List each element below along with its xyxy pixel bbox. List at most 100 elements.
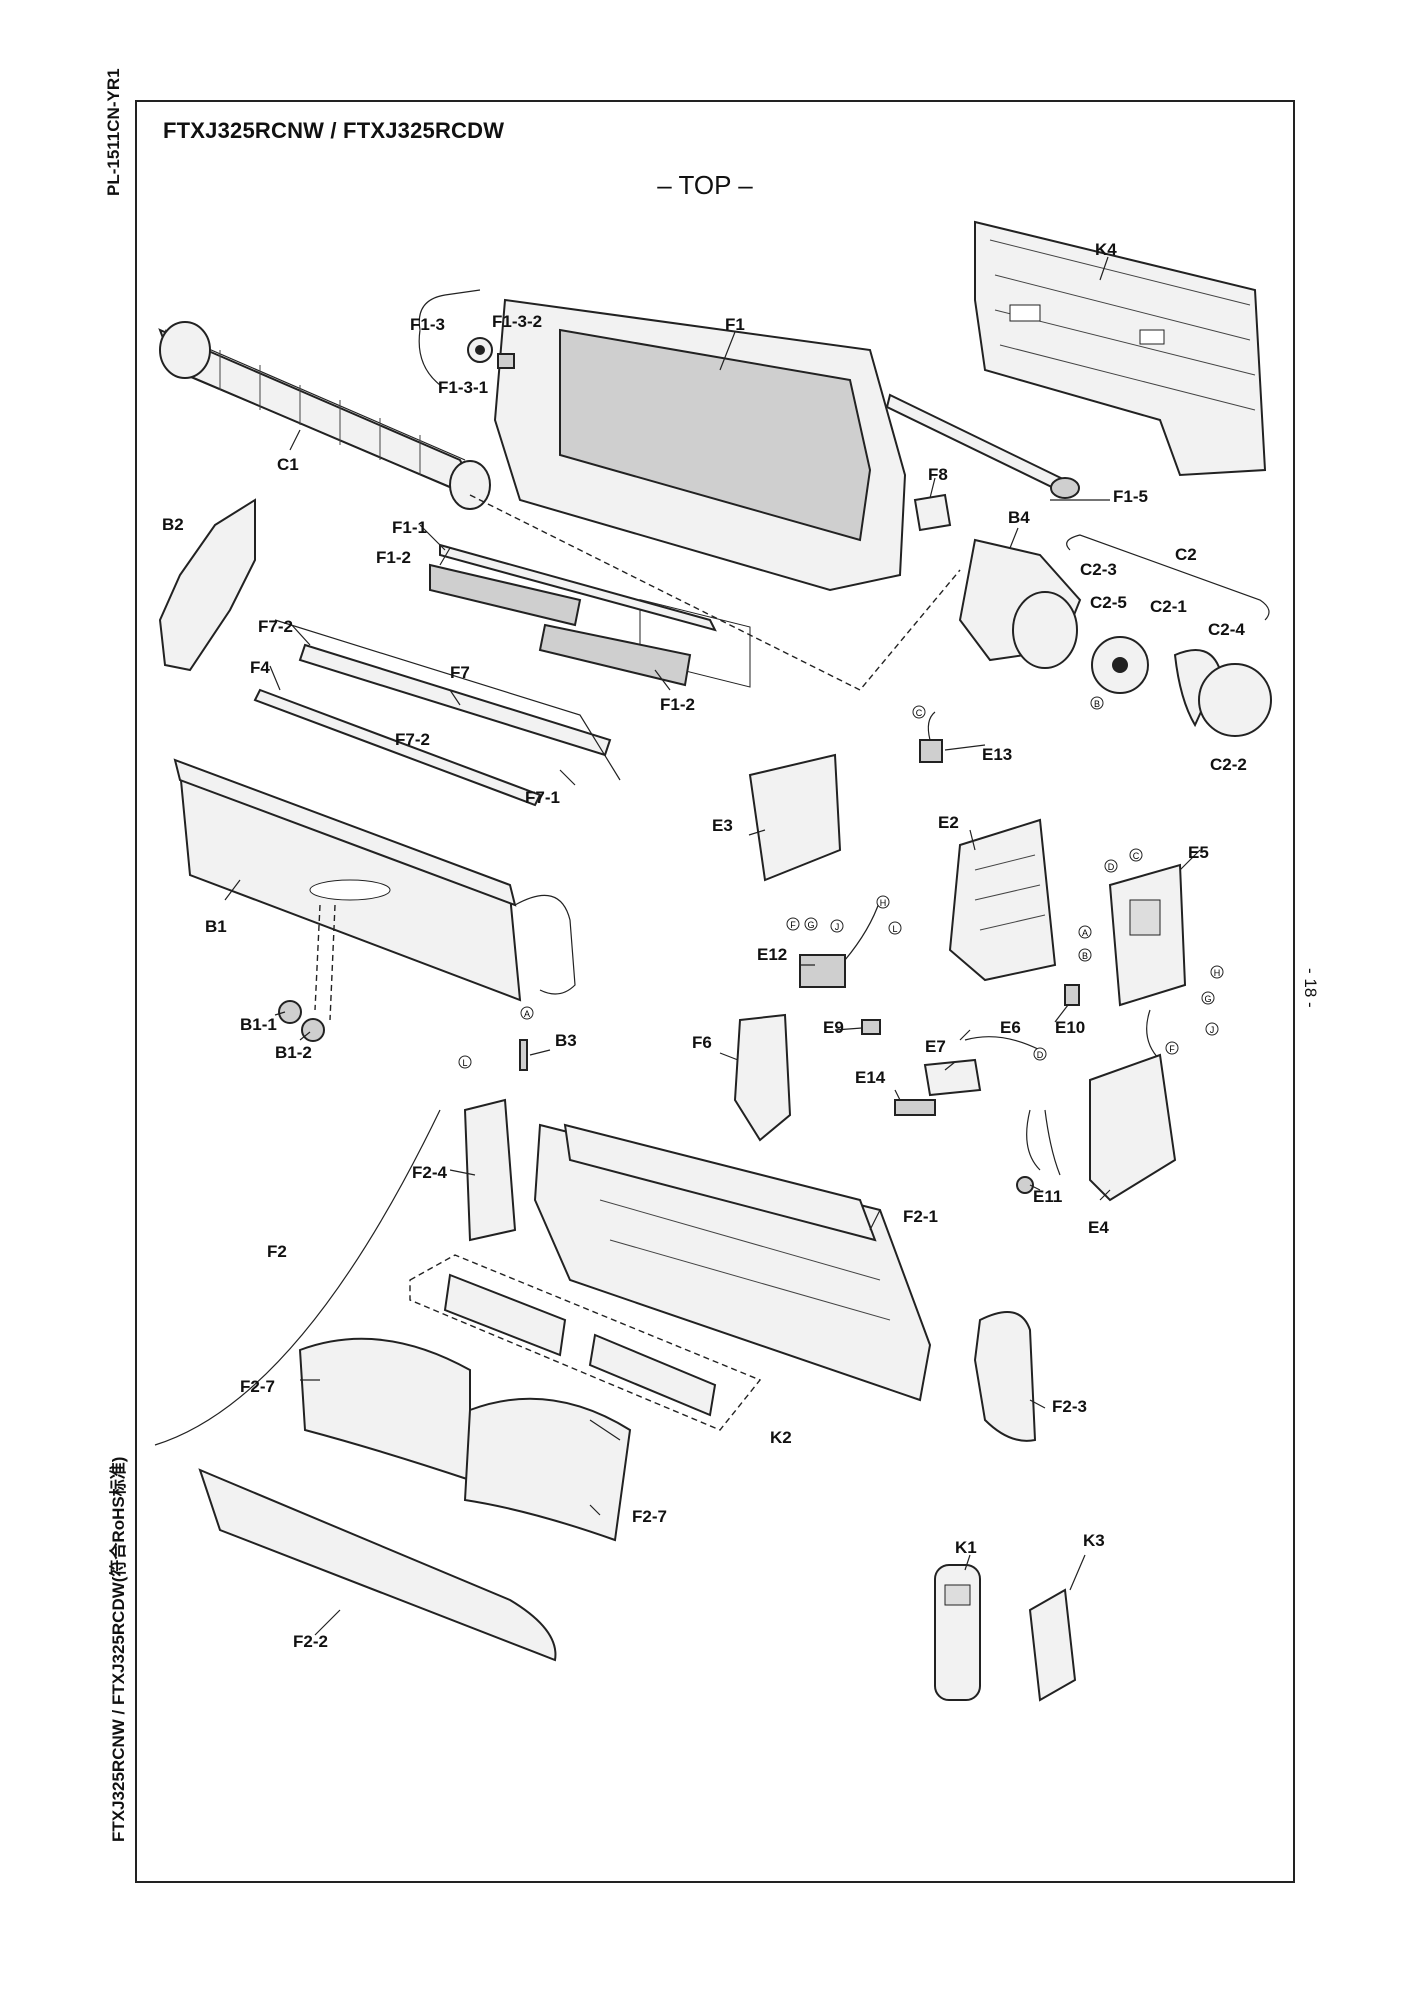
label-f7-1: F7-1 xyxy=(525,788,560,807)
e2-control-box xyxy=(948,818,1057,982)
label-f7-2a: F7-2 xyxy=(258,617,293,636)
e10-part xyxy=(1064,984,1080,1006)
mark-a1: A xyxy=(1082,928,1088,938)
label-k1: K1 xyxy=(955,1538,977,1557)
e6-wire xyxy=(964,1036,1041,1051)
label-f6: F6 xyxy=(692,1033,712,1052)
mark-a2: A xyxy=(524,1009,530,1019)
e5-pcb xyxy=(1108,863,1187,1061)
e14-part xyxy=(894,1099,936,1116)
label-c2-4: C2-4 xyxy=(1208,620,1245,639)
label-e2: E2 xyxy=(938,813,959,832)
b1-2-nut xyxy=(301,1018,325,1042)
label-f1-2a: F1-2 xyxy=(376,548,411,567)
label-c2-1: C2-1 xyxy=(1150,597,1187,616)
e7-part xyxy=(923,1058,982,1097)
label-f1-1: F1-1 xyxy=(392,518,427,537)
e12-terminal-block xyxy=(799,899,881,988)
mark-h2: H xyxy=(880,898,887,908)
label-b2: B2 xyxy=(162,515,184,534)
k3-manual xyxy=(1028,1588,1077,1702)
mark-c2: C xyxy=(1133,851,1140,861)
mark-b2: B xyxy=(1082,951,1088,961)
e9-part xyxy=(861,1019,881,1035)
label-e6: E6 xyxy=(1000,1018,1021,1037)
label-e9: E9 xyxy=(823,1018,844,1037)
f2-front-grille xyxy=(463,1098,932,1402)
label-f2-7a: F2-7 xyxy=(240,1377,275,1396)
label-c2: C2 xyxy=(1175,545,1197,564)
b4-bell-mouth xyxy=(958,538,1082,669)
label-k4: K4 xyxy=(1095,240,1117,259)
c2-fan-motor-group xyxy=(1066,534,1272,737)
label-e11: E11 xyxy=(1033,1187,1062,1206)
connector-marks: C B D C A B H G J F F G J H L D A L xyxy=(458,696,1224,1069)
label-k3: K3 xyxy=(1083,1531,1105,1550)
f1-louvers xyxy=(429,543,717,687)
k1-remote xyxy=(934,1564,981,1701)
mark-h1: H xyxy=(1214,968,1221,978)
b1-1-nut xyxy=(278,1000,302,1024)
view-title: – TOP – xyxy=(657,170,753,200)
label-e3: E3 xyxy=(712,816,733,835)
k4-mounting-plate xyxy=(974,220,1267,477)
label-f8: F8 xyxy=(928,465,948,484)
mark-j2: J xyxy=(835,922,840,932)
e3-cover xyxy=(748,753,842,882)
f8-clip xyxy=(913,493,952,532)
f2-3-side-cover xyxy=(973,1311,1037,1442)
label-f1-5: F1-5 xyxy=(1113,487,1148,506)
label-f1-2b: F1-2 xyxy=(660,695,695,714)
mark-b1: B xyxy=(1094,699,1100,709)
label-c2-3: C2-3 xyxy=(1080,560,1117,579)
k2-filters xyxy=(409,1254,762,1431)
label-f4: F4 xyxy=(250,658,270,677)
mark-l1: L xyxy=(892,924,897,934)
mark-g1: G xyxy=(1204,994,1211,1004)
mark-c1: C xyxy=(916,708,923,718)
b1-heat-exchanger xyxy=(173,758,576,1021)
mark-l2: L xyxy=(462,1058,467,1068)
mark-g2: G xyxy=(807,920,814,930)
f1-5-rod xyxy=(885,393,1080,499)
e4-cover xyxy=(1089,1053,1177,1202)
label-e10: E10 xyxy=(1055,1018,1085,1037)
label-f7: F7 xyxy=(450,663,470,682)
label-c2-5: C2-5 xyxy=(1090,593,1127,612)
c1-crossflow-fan xyxy=(158,321,491,510)
label-b1: B1 xyxy=(205,917,227,936)
mark-j1: J xyxy=(1210,1025,1215,1035)
e13-sensor xyxy=(919,711,943,763)
mark-d2: D xyxy=(1037,1050,1044,1060)
label-f1-3-2: F1-3-2 xyxy=(492,312,542,331)
correspondence-line xyxy=(469,494,961,691)
label-f2-1: F2-1 xyxy=(903,1207,938,1226)
label-f2-7b: F2-7 xyxy=(632,1507,667,1526)
b2-side-bracket xyxy=(158,498,256,672)
label-e5: E5 xyxy=(1188,843,1209,862)
b3-screw xyxy=(519,1039,528,1071)
label-b3: B3 xyxy=(555,1031,577,1050)
label-f1: F1 xyxy=(725,315,745,334)
f7-flap-assembly xyxy=(253,619,621,807)
f1-3-parts xyxy=(418,289,515,386)
label-e12: E12 xyxy=(757,945,787,964)
mark-f2: F xyxy=(790,920,796,930)
label-f1-3-1: F1-3-1 xyxy=(438,378,488,397)
label-f1-3: F1-3 xyxy=(410,315,445,334)
label-c1: C1 xyxy=(277,455,299,474)
f2-bracket xyxy=(154,1109,441,1446)
mark-f1: F xyxy=(1169,1044,1175,1054)
label-e13: E13 xyxy=(982,745,1012,764)
mark-d1: D xyxy=(1108,862,1115,872)
label-c2-2: C2-2 xyxy=(1210,755,1247,774)
e11-thermistor xyxy=(1016,1109,1061,1194)
label-f7-2b: F7-2 xyxy=(395,730,430,749)
label-b1-2: B1-2 xyxy=(275,1043,312,1062)
label-f2-4: F2-4 xyxy=(412,1163,448,1182)
page-frame xyxy=(135,100,1295,1883)
label-b1-1: B1-1 xyxy=(240,1015,277,1034)
f6-part xyxy=(733,1013,792,1142)
f2-7-air-filters xyxy=(298,1337,632,1542)
